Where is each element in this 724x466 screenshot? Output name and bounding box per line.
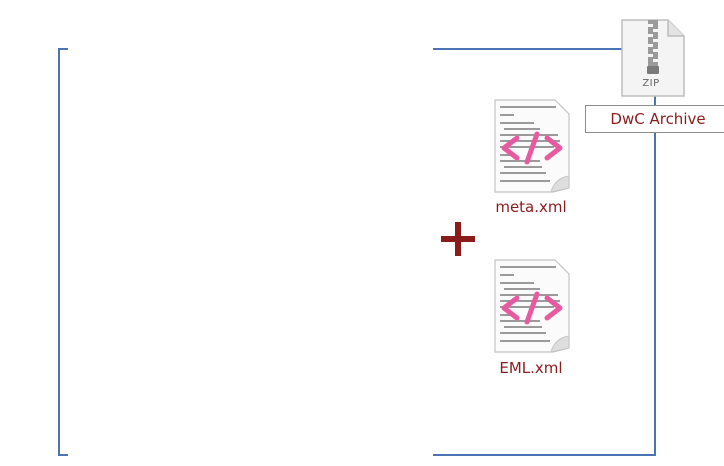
xml-file-icon [491, 98, 571, 194]
meta-xml-label: meta.xml [495, 198, 567, 216]
container-bracket-left [58, 48, 68, 456]
eml-xml-label: EML.xml [499, 359, 563, 377]
zip-file-icon [620, 18, 686, 98]
xml-file-icon [491, 258, 571, 354]
dwc-archive-label: DwC Archive [585, 105, 724, 133]
container-bracket-right [433, 48, 656, 456]
plus-icon [441, 222, 477, 258]
zip-label: ZIP [642, 78, 660, 89]
